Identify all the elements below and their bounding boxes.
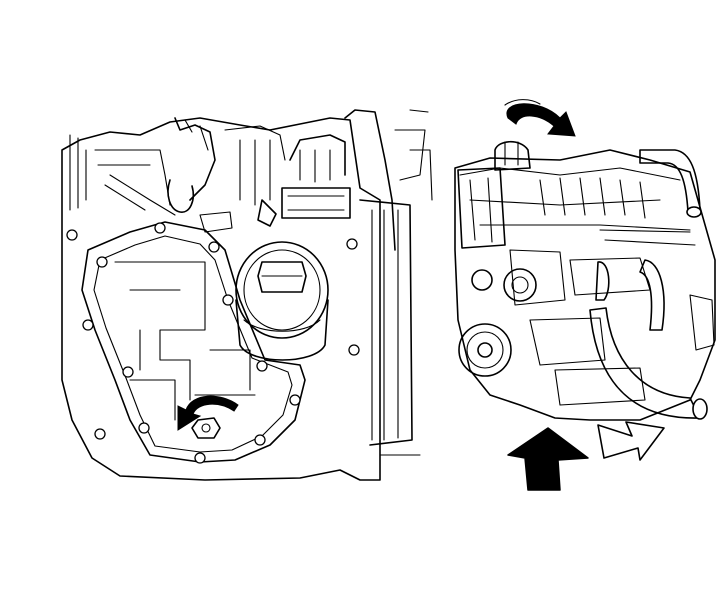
right-engine-view <box>454 99 716 491</box>
rotation-arrow-icon <box>506 103 576 137</box>
clockwise-rotation-arrow-icon <box>177 395 239 431</box>
cover-bolt-holes <box>66 222 360 464</box>
crankshaft-bolt-icon <box>191 417 221 439</box>
engine-perspective-outline <box>454 149 716 421</box>
timing-cover <box>81 221 306 463</box>
coolant-pipe <box>589 149 708 420</box>
pulley-icon <box>458 268 537 377</box>
left-engine-view <box>61 109 433 481</box>
engine-block-outline <box>61 117 381 481</box>
timing-cover-inner <box>93 235 293 453</box>
side-bracket <box>344 109 433 456</box>
upper-manifold <box>69 117 351 233</box>
oil-filter-icon <box>235 241 329 361</box>
solid-direction-arrow-icon <box>507 427 589 491</box>
outline-direction-arrow-icon <box>597 421 665 461</box>
